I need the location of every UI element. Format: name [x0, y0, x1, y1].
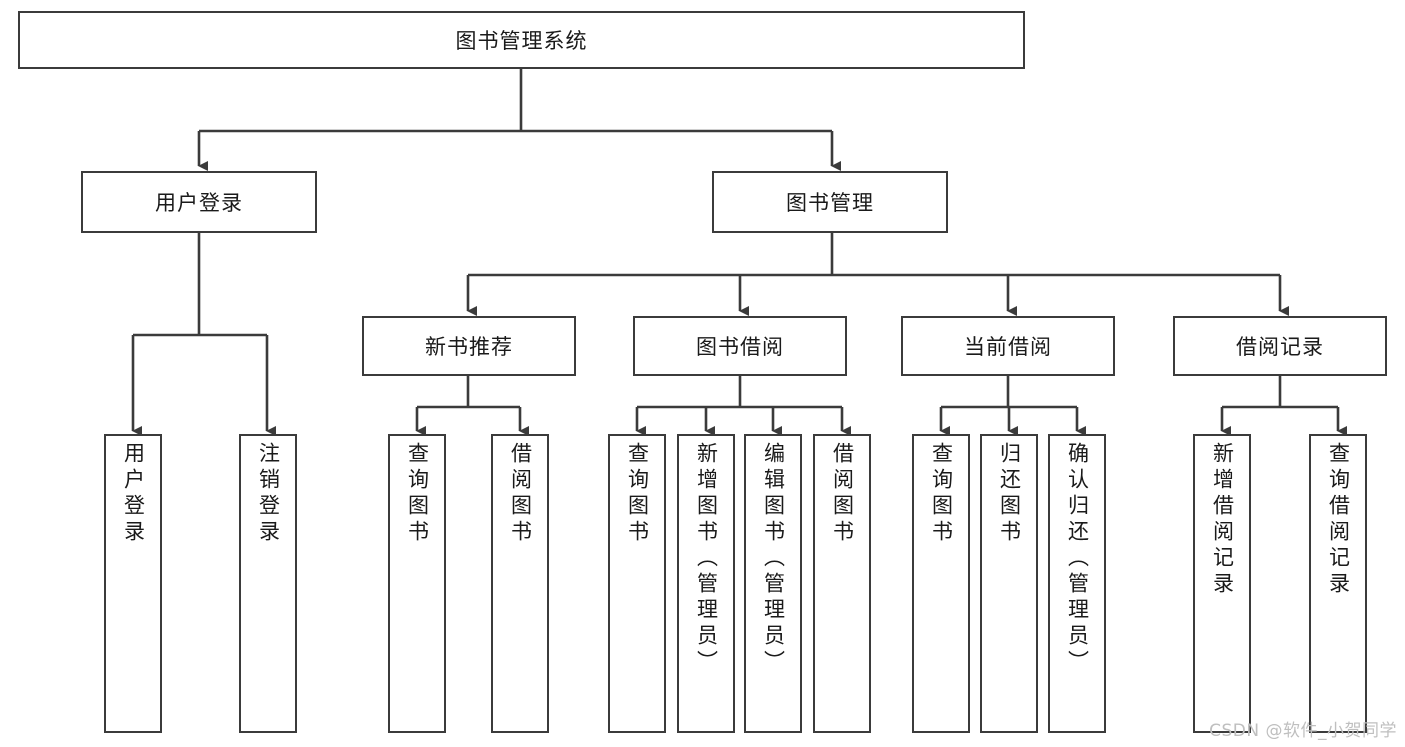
node-borrow-record[interactable]: 借阅记录	[1173, 316, 1387, 376]
node-root[interactable]: 图书管理系统	[18, 11, 1025, 69]
node-borrow-record-label: 借阅记录	[1236, 335, 1324, 359]
leaf-add-book-label: 新增图书（管理员）	[694, 442, 719, 676]
leaf-query-book-3-label: 查询图书	[929, 442, 954, 546]
leaf-query-book-2[interactable]: 查询图书	[608, 434, 666, 733]
node-user-login-label: 用户登录	[155, 191, 243, 215]
node-root-label: 图书管理系统	[455, 29, 588, 53]
leaf-edit-book[interactable]: 编辑图书（管理员）	[744, 434, 802, 733]
node-current-borrow[interactable]: 当前借阅	[901, 316, 1115, 376]
leaf-query-record[interactable]: 查询借阅记录	[1309, 434, 1367, 733]
leaf-query-book-3[interactable]: 查询图书	[912, 434, 970, 733]
leaf-user-login[interactable]: 用户登录	[104, 434, 162, 733]
leaf-add-book[interactable]: 新增图书（管理员）	[677, 434, 735, 733]
leaf-borrow-book-2-label: 借阅图书	[830, 442, 855, 546]
leaf-edit-book-label: 编辑图书（管理员）	[761, 442, 786, 676]
leaf-borrow-book-1-label: 借阅图书	[508, 442, 533, 546]
leaf-query-book-1[interactable]: 查询图书	[388, 434, 446, 733]
leaf-add-record-label: 新增借阅记录	[1210, 442, 1235, 598]
leaf-user-login-label: 用户登录	[121, 442, 146, 546]
leaf-user-logout-label: 注销登录	[256, 442, 281, 546]
leaf-user-logout[interactable]: 注销登录	[239, 434, 297, 733]
leaf-confirm-return-label: 确认归还（管理员）	[1065, 442, 1090, 676]
node-new-book-rec-label: 新书推荐	[425, 335, 513, 359]
node-book-manage-label: 图书管理	[786, 191, 874, 215]
node-new-book-rec[interactable]: 新书推荐	[362, 316, 576, 376]
leaf-query-book-1-label: 查询图书	[405, 442, 430, 546]
node-book-borrow-label: 图书借阅	[696, 335, 784, 359]
node-current-borrow-label: 当前借阅	[964, 335, 1052, 359]
watermark: CSDN @软件_小贺同学	[1209, 721, 1397, 741]
node-user-login[interactable]: 用户登录	[81, 171, 317, 233]
leaf-return-book-label: 归还图书	[997, 442, 1022, 546]
node-book-borrow[interactable]: 图书借阅	[633, 316, 847, 376]
leaf-query-record-label: 查询借阅记录	[1326, 442, 1351, 598]
leaf-return-book[interactable]: 归还图书	[980, 434, 1038, 733]
leaf-query-book-2-label: 查询图书	[625, 442, 650, 546]
leaf-borrow-book-2[interactable]: 借阅图书	[813, 434, 871, 733]
leaf-confirm-return[interactable]: 确认归还（管理员）	[1048, 434, 1106, 733]
node-book-manage[interactable]: 图书管理	[712, 171, 948, 233]
leaf-add-record[interactable]: 新增借阅记录	[1193, 434, 1251, 733]
leaf-borrow-book-1[interactable]: 借阅图书	[491, 434, 549, 733]
